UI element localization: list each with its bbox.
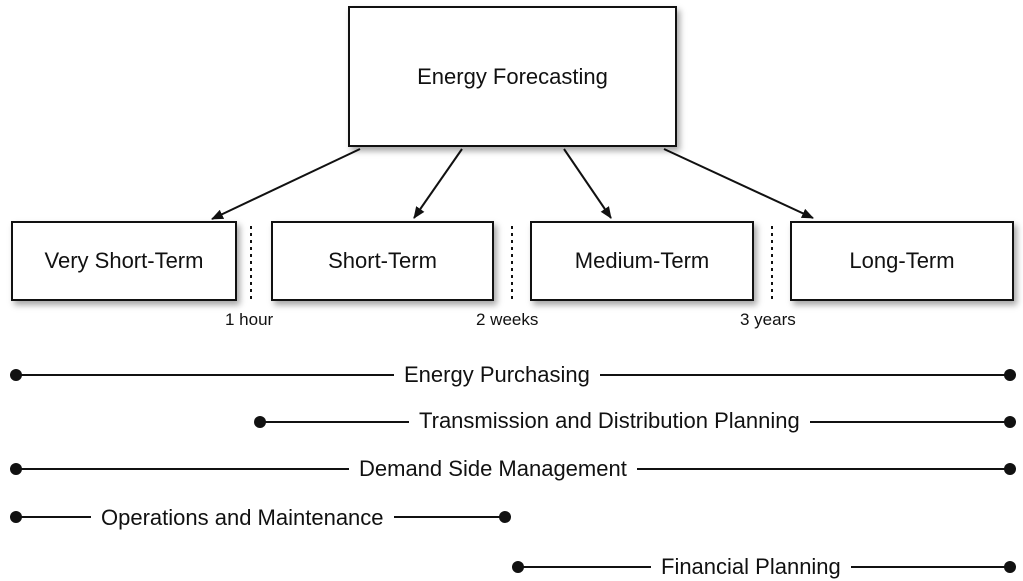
term-label: Short-Term [328,248,437,273]
boundary-label-1: 1 hour [225,310,274,329]
application-label-demand-side-management: Demand Side Management [349,456,637,482]
application-label-energy-purchasing: Energy Purchasing [394,362,600,388]
root-node: Energy Forecasting [348,6,677,147]
application-label-transmission-distribution: Transmission and Distribution Planning [409,408,810,434]
boundary-label-2: 2 weeks [476,310,539,329]
arrow-to-long-term [663,148,814,219]
boundary-label-3: 3 years [740,310,796,329]
application-label-operations-maintenance: Operations and Maintenance [91,505,394,531]
term-long: Long-Term [790,221,1014,301]
term-label: Long-Term [849,248,955,273]
term-label: Very Short-Term [44,248,204,273]
arrow-to-very-short-term [211,148,361,220]
term-short: Short-Term [271,221,494,301]
arrow-to-short-term [413,148,463,219]
term-very-short: Very Short-Term [11,221,237,301]
application-label-financial-planning: Financial Planning [651,554,851,580]
term-label: Medium-Term [574,248,710,273]
arrow-to-medium-term [563,148,612,219]
term-medium: Medium-Term [530,221,754,301]
root-node-label: Energy Forecasting [417,63,608,89]
